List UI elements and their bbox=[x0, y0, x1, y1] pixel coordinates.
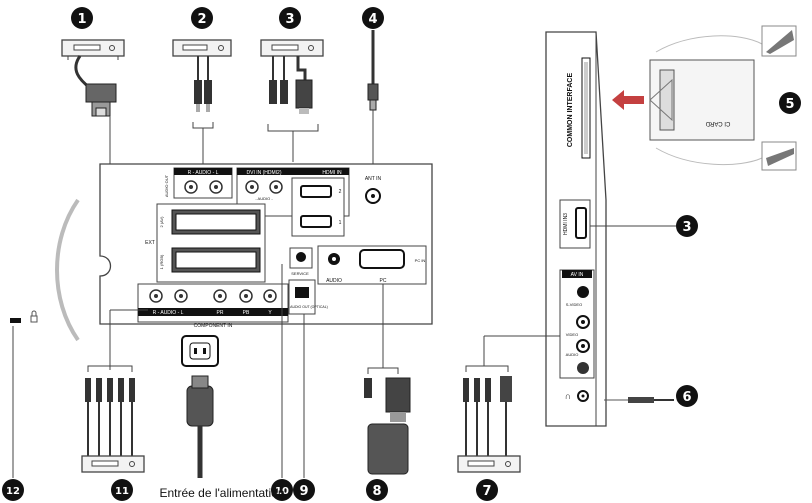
scart-cable-icon bbox=[74, 55, 117, 117]
svg-text:COMPONENT IN: COMPONENT IN bbox=[194, 323, 233, 329]
svg-text:3: 3 bbox=[682, 220, 691, 235]
antenna-cable-icon bbox=[367, 30, 379, 111]
svg-text:SERVICE: SERVICE bbox=[291, 271, 309, 276]
rca-audio-cable-icon bbox=[194, 56, 212, 112]
svg-text:AV IN: AV IN bbox=[571, 272, 584, 278]
common-interface-slot: COMMON INTERFACE bbox=[567, 57, 591, 159]
svg-text:CI CARD: CI CARD bbox=[705, 120, 730, 126]
svg-text:5: 5 bbox=[785, 97, 794, 112]
ant-in-port: ANT IN bbox=[365, 176, 382, 204]
svg-text:PC: PC bbox=[380, 278, 387, 284]
power-input-caption: Entrée de l'alimentation bbox=[159, 486, 284, 500]
badge-3-top: 3 bbox=[279, 7, 301, 29]
badge-11: 11 bbox=[111, 479, 133, 501]
component-cable-icon bbox=[85, 365, 135, 456]
device-1-vcr-icon bbox=[61, 39, 125, 60]
hdmi3-port: HDMI IN3 bbox=[559, 199, 591, 249]
svg-text:4: 4 bbox=[368, 12, 377, 27]
service-port: SERVICE bbox=[289, 247, 313, 276]
badge-2: 2 bbox=[191, 7, 213, 29]
svg-text:8: 8 bbox=[372, 484, 381, 499]
svg-text:ANT IN: ANT IN bbox=[365, 176, 382, 182]
svg-text:R - AUDIO - L: R - AUDIO - L bbox=[188, 170, 219, 176]
svg-text:7: 7 bbox=[482, 484, 491, 499]
av-cable-icon bbox=[463, 365, 512, 456]
svg-text:- AUDIO -: - AUDIO - bbox=[255, 196, 273, 201]
badge-3-side: 3 bbox=[676, 215, 698, 237]
badge-5: 5 bbox=[779, 92, 801, 114]
headphone-jack: ∩ bbox=[565, 390, 589, 402]
badge-6: 6 bbox=[676, 385, 698, 407]
svg-text:S-VIDEO: S-VIDEO bbox=[566, 302, 582, 307]
svg-text:1 (RGB): 1 (RGB) bbox=[159, 254, 164, 269]
ci-card-detail-bottom bbox=[761, 141, 797, 171]
svg-text:9: 9 bbox=[299, 484, 308, 499]
power-cord-icon bbox=[186, 375, 214, 478]
svg-text:1: 1 bbox=[339, 220, 342, 226]
ci-card-detail-top bbox=[761, 25, 797, 57]
svg-text:R - AUDIO - L: R - AUDIO - L bbox=[153, 310, 184, 316]
svg-text:1: 1 bbox=[77, 12, 86, 27]
badge-7: 7 bbox=[476, 479, 498, 501]
svg-text:AUDIO OUT: AUDIO OUT bbox=[164, 174, 169, 197]
component-in-block: R - AUDIO - L PR PB Y COMPONENT IN bbox=[137, 283, 289, 329]
badge-1: 1 bbox=[71, 7, 93, 29]
svg-text:PB: PB bbox=[243, 310, 250, 316]
svg-text:DIGITAL AUDIO OUT (OPTICAL): DIGITAL AUDIO OUT (OPTICAL) bbox=[276, 305, 328, 309]
audio-out-block: R - AUDIO - L AUDIO OUT bbox=[164, 167, 233, 199]
svg-text:Y: Y bbox=[268, 310, 272, 316]
svg-text:DVI IN (HDMI2): DVI IN (HDMI2) bbox=[247, 170, 282, 176]
kensington-lock-icon bbox=[10, 310, 38, 323]
headphone-cable-icon bbox=[604, 397, 674, 403]
svg-text:2: 2 bbox=[197, 12, 206, 27]
scart-block: EXT 2 (AV) 1 (RGB) bbox=[145, 203, 266, 283]
svg-text:VIDEO: VIDEO bbox=[566, 332, 578, 337]
badge-8: 8 bbox=[366, 479, 388, 501]
ci-card-icon: CI CARD bbox=[649, 35, 763, 165]
av-in-block: AV IN S-VIDEO VIDEO AUDIO bbox=[559, 269, 595, 379]
svg-text:2 (AV): 2 (AV) bbox=[159, 216, 164, 228]
svg-text:2: 2 bbox=[339, 189, 342, 195]
svg-text:HDMI IN3: HDMI IN3 bbox=[563, 213, 569, 235]
svg-text:PR: PR bbox=[217, 310, 224, 316]
svg-text:6: 6 bbox=[682, 390, 691, 405]
badge-10: 10 bbox=[271, 479, 293, 501]
svg-text:10: 10 bbox=[275, 486, 289, 497]
device-7-icon bbox=[457, 455, 521, 473]
hdmi-ports: 2 1 bbox=[291, 177, 345, 237]
device-2-audio-icon bbox=[172, 39, 232, 57]
svg-text:AUDIO: AUDIO bbox=[326, 278, 342, 284]
badge-12: 12 bbox=[2, 479, 24, 501]
insert-arrow-icon bbox=[612, 90, 644, 110]
svg-text:HDMI IN: HDMI IN bbox=[322, 170, 342, 176]
power-inlet-icon bbox=[181, 335, 219, 367]
svg-text:∩: ∩ bbox=[565, 391, 571, 401]
badge-9: 9 bbox=[293, 479, 315, 501]
svg-text:AUDIO: AUDIO bbox=[566, 352, 579, 357]
svg-text:EXT: EXT bbox=[145, 240, 155, 246]
pc-cable-icon bbox=[364, 367, 411, 475]
device-11-icon bbox=[81, 455, 145, 473]
hdmi-dvi-cable-icon bbox=[269, 56, 313, 114]
svg-text:11: 11 bbox=[115, 486, 129, 497]
svg-text:12: 12 bbox=[6, 486, 20, 497]
svg-text:COMMON INTERFACE: COMMON INTERFACE bbox=[567, 73, 574, 148]
optical-port: DIGITAL AUDIO OUT (OPTICAL) bbox=[276, 279, 328, 315]
badge-4: 4 bbox=[362, 7, 384, 29]
svg-text:PC IN: PC IN bbox=[415, 258, 426, 263]
svg-text:3: 3 bbox=[285, 12, 294, 27]
pc-block: AUDIO PC PC IN bbox=[317, 245, 427, 285]
device-3-dvd-icon bbox=[260, 39, 324, 57]
